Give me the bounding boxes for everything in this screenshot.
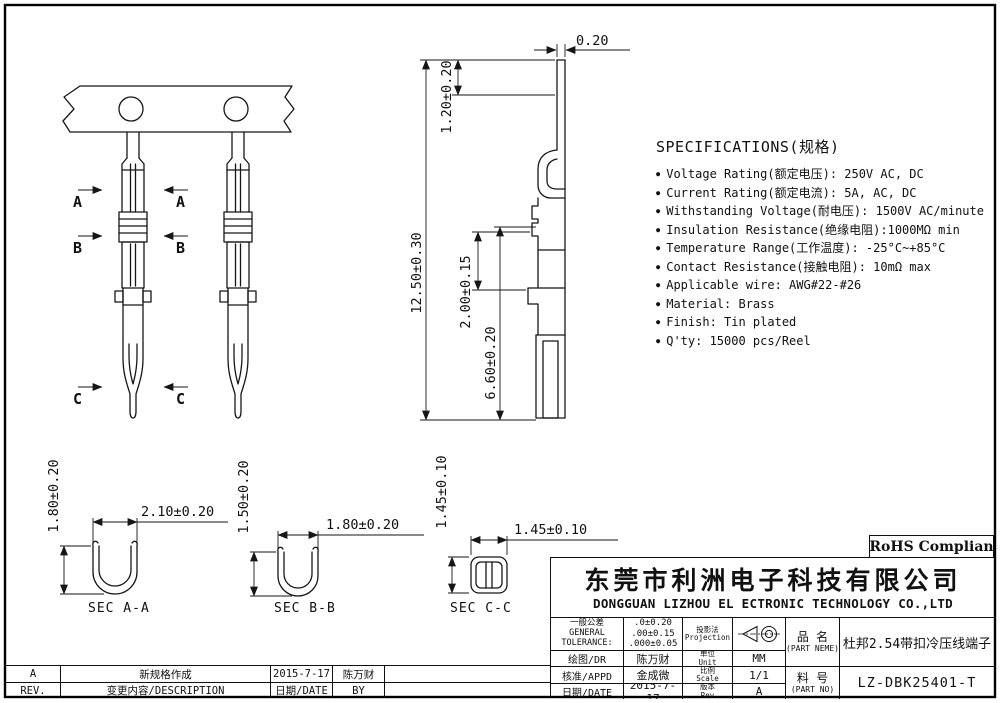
revision-header-description: 变更内容/DESCRIPTION (60, 682, 270, 698)
sheet-border (3, 3, 997, 699)
revision-header-empty (384, 682, 550, 698)
part-no-label: 料 号 (PART NO) (785, 666, 839, 699)
spec-item: Contact Resistance(接触电阻): 10mΩ max (656, 258, 996, 277)
revision-header-rev: REV. (6, 682, 60, 698)
part-name-label: 品 名 (PART NEME) (785, 618, 839, 666)
spec-item: Q'ty: 15000 pcs/Reel (656, 332, 996, 351)
revision-entry-rev: A (29, 668, 37, 680)
drawn-label: 绘图/DR (551, 650, 623, 666)
section-mark-a-left: A (73, 193, 83, 211)
sec-bb-title: SEC B-B (274, 601, 336, 616)
dim-overall-length: 12.50±0.30 (409, 232, 425, 314)
projection-label: 投影法 Projection (682, 618, 732, 650)
spec-item: Finish: Tin plated (656, 313, 996, 332)
scale-label: 比例 Scale (682, 666, 732, 683)
spec-item: Withstanding Voltage(耐电压): 1500V AC/minu… (656, 202, 996, 221)
general-tolerance-label: 一般公差 GENERAL TOLERANCE: (561, 618, 613, 648)
revision-table: A 新规格作成 2015-7-17 陈万财 REV. 变更内容/DESCRIPT… (6, 665, 550, 698)
company-name-cn: 东莞市利洲电子科技有限公司 (584, 566, 962, 595)
specifications-title: SPECIFICATIONS(规格) (656, 138, 840, 156)
terminal-side-view (527, 59, 566, 419)
dim-sec-aa-height: 1.80±0.20 (46, 459, 62, 533)
dim-sec-cc-height: 1.45±0.10 (434, 455, 450, 529)
dim-sec-bb-height: 1.50±0.20 (236, 460, 252, 534)
spec-item: Current Rating(额定电流): 5A, AC, DC (656, 184, 996, 203)
revision-entry-date: 2015-7-17 (270, 666, 332, 682)
projection-symbol-cell (732, 618, 785, 650)
date-label: 日期/DATE (551, 683, 623, 699)
revision-entry-empty (384, 666, 550, 682)
spec-item: Insulation Resistance(绝缘电阻):1000MΩ min (656, 221, 996, 240)
dim-sec-aa-width: 2.10±0.20 (141, 504, 215, 520)
revision-header-date: 日期/DATE (270, 682, 332, 698)
dim-strip-thickness: 0.20 (576, 33, 609, 49)
revision-entry-by: 陈万财 (332, 666, 384, 682)
sec-bb-dimensions (250, 531, 424, 597)
general-tolerance-values: .0±0.20 .00±0.15 .000±0.05 (623, 618, 682, 650)
section-mark-c-left: C (73, 390, 83, 408)
drawn-by: 陈万财 (623, 650, 682, 666)
sec-cc-view (470, 556, 508, 594)
spec-item: Voltage Rating(额定电压): 250V AC, DC (656, 165, 996, 184)
terminal-front-view-2 (219, 131, 257, 419)
specifications-block: SPECIFICATIONS(规格) Voltage Rating(额定电压):… (656, 136, 996, 350)
specifications-list: Voltage Rating(额定电压): 250V AC, DC Curren… (656, 165, 996, 350)
dim-lower-length: 6.60±0.20 (483, 326, 499, 400)
rev-label: 版本 Rev (682, 683, 732, 699)
part-name-value: 杜邦2.54带扣冷压线端子 (839, 618, 994, 666)
unit-label: 单位 Unit (682, 650, 732, 666)
sprocket-hole (223, 96, 249, 122)
approved-by: 金成微 (623, 666, 682, 683)
scale-value: 1/1 (732, 666, 785, 683)
section-mark-b-left: B (73, 239, 83, 257)
spec-item: Applicable wire: AWG#22-#26 (656, 276, 996, 295)
spec-item: Temperature Range(工作温度): -25°C~+85°C (656, 239, 996, 258)
sec-aa-dimensions (60, 518, 228, 595)
company-name-en: DONGGUAN LIZHOU EL ECTRONIC TECHNOLOGY C… (593, 596, 953, 611)
sprocket-hole (118, 96, 144, 122)
rohs-compliance-badge: RoHS Complian (869, 535, 994, 558)
carrier-strip (62, 85, 295, 133)
sec-aa-title: SEC A-A (88, 601, 150, 616)
dim-sec-bb-width: 1.80±0.20 (326, 517, 400, 533)
rev-value: A (732, 683, 785, 699)
revision-entry-description: 新规格作成 (60, 666, 270, 682)
section-mark-b-right: B (176, 239, 186, 257)
sec-cc-title: SEC C-C (450, 601, 512, 616)
section-mark-c-right: C (176, 390, 186, 408)
part-no-value: LZ-DBK25401-T (839, 666, 994, 699)
terminal-front-view (114, 131, 152, 419)
title-block: 东莞市利洲电子科技有限公司 DONGGUAN LIZHOU EL ECTRONI… (550, 557, 995, 699)
side-view-dimensions (420, 44, 630, 421)
section-cut-arrows (78, 186, 188, 391)
section-mark-a-right: A (176, 193, 186, 211)
title-block-grid: 一般公差 GENERAL TOLERANCE: .0±0.20 .00±0.15… (551, 617, 994, 699)
approved-label: 核准/APPD (551, 666, 623, 683)
spec-item: Material: Brass (656, 295, 996, 314)
revision-header-by: BY (332, 682, 384, 698)
sec-cc-dimensions (448, 536, 618, 594)
dim-tab-height: 1.20±0.20 (439, 60, 455, 134)
dim-mid-length: 2.00±0.15 (458, 255, 474, 329)
date-value: 2015-7-17 (623, 683, 682, 699)
dim-sec-cc-width: 1.45±0.10 (514, 522, 588, 538)
third-angle-projection-symbol (738, 625, 780, 643)
unit-value: MM (732, 650, 785, 666)
sec-bb-view (277, 546, 319, 597)
sec-aa-view (92, 540, 138, 595)
